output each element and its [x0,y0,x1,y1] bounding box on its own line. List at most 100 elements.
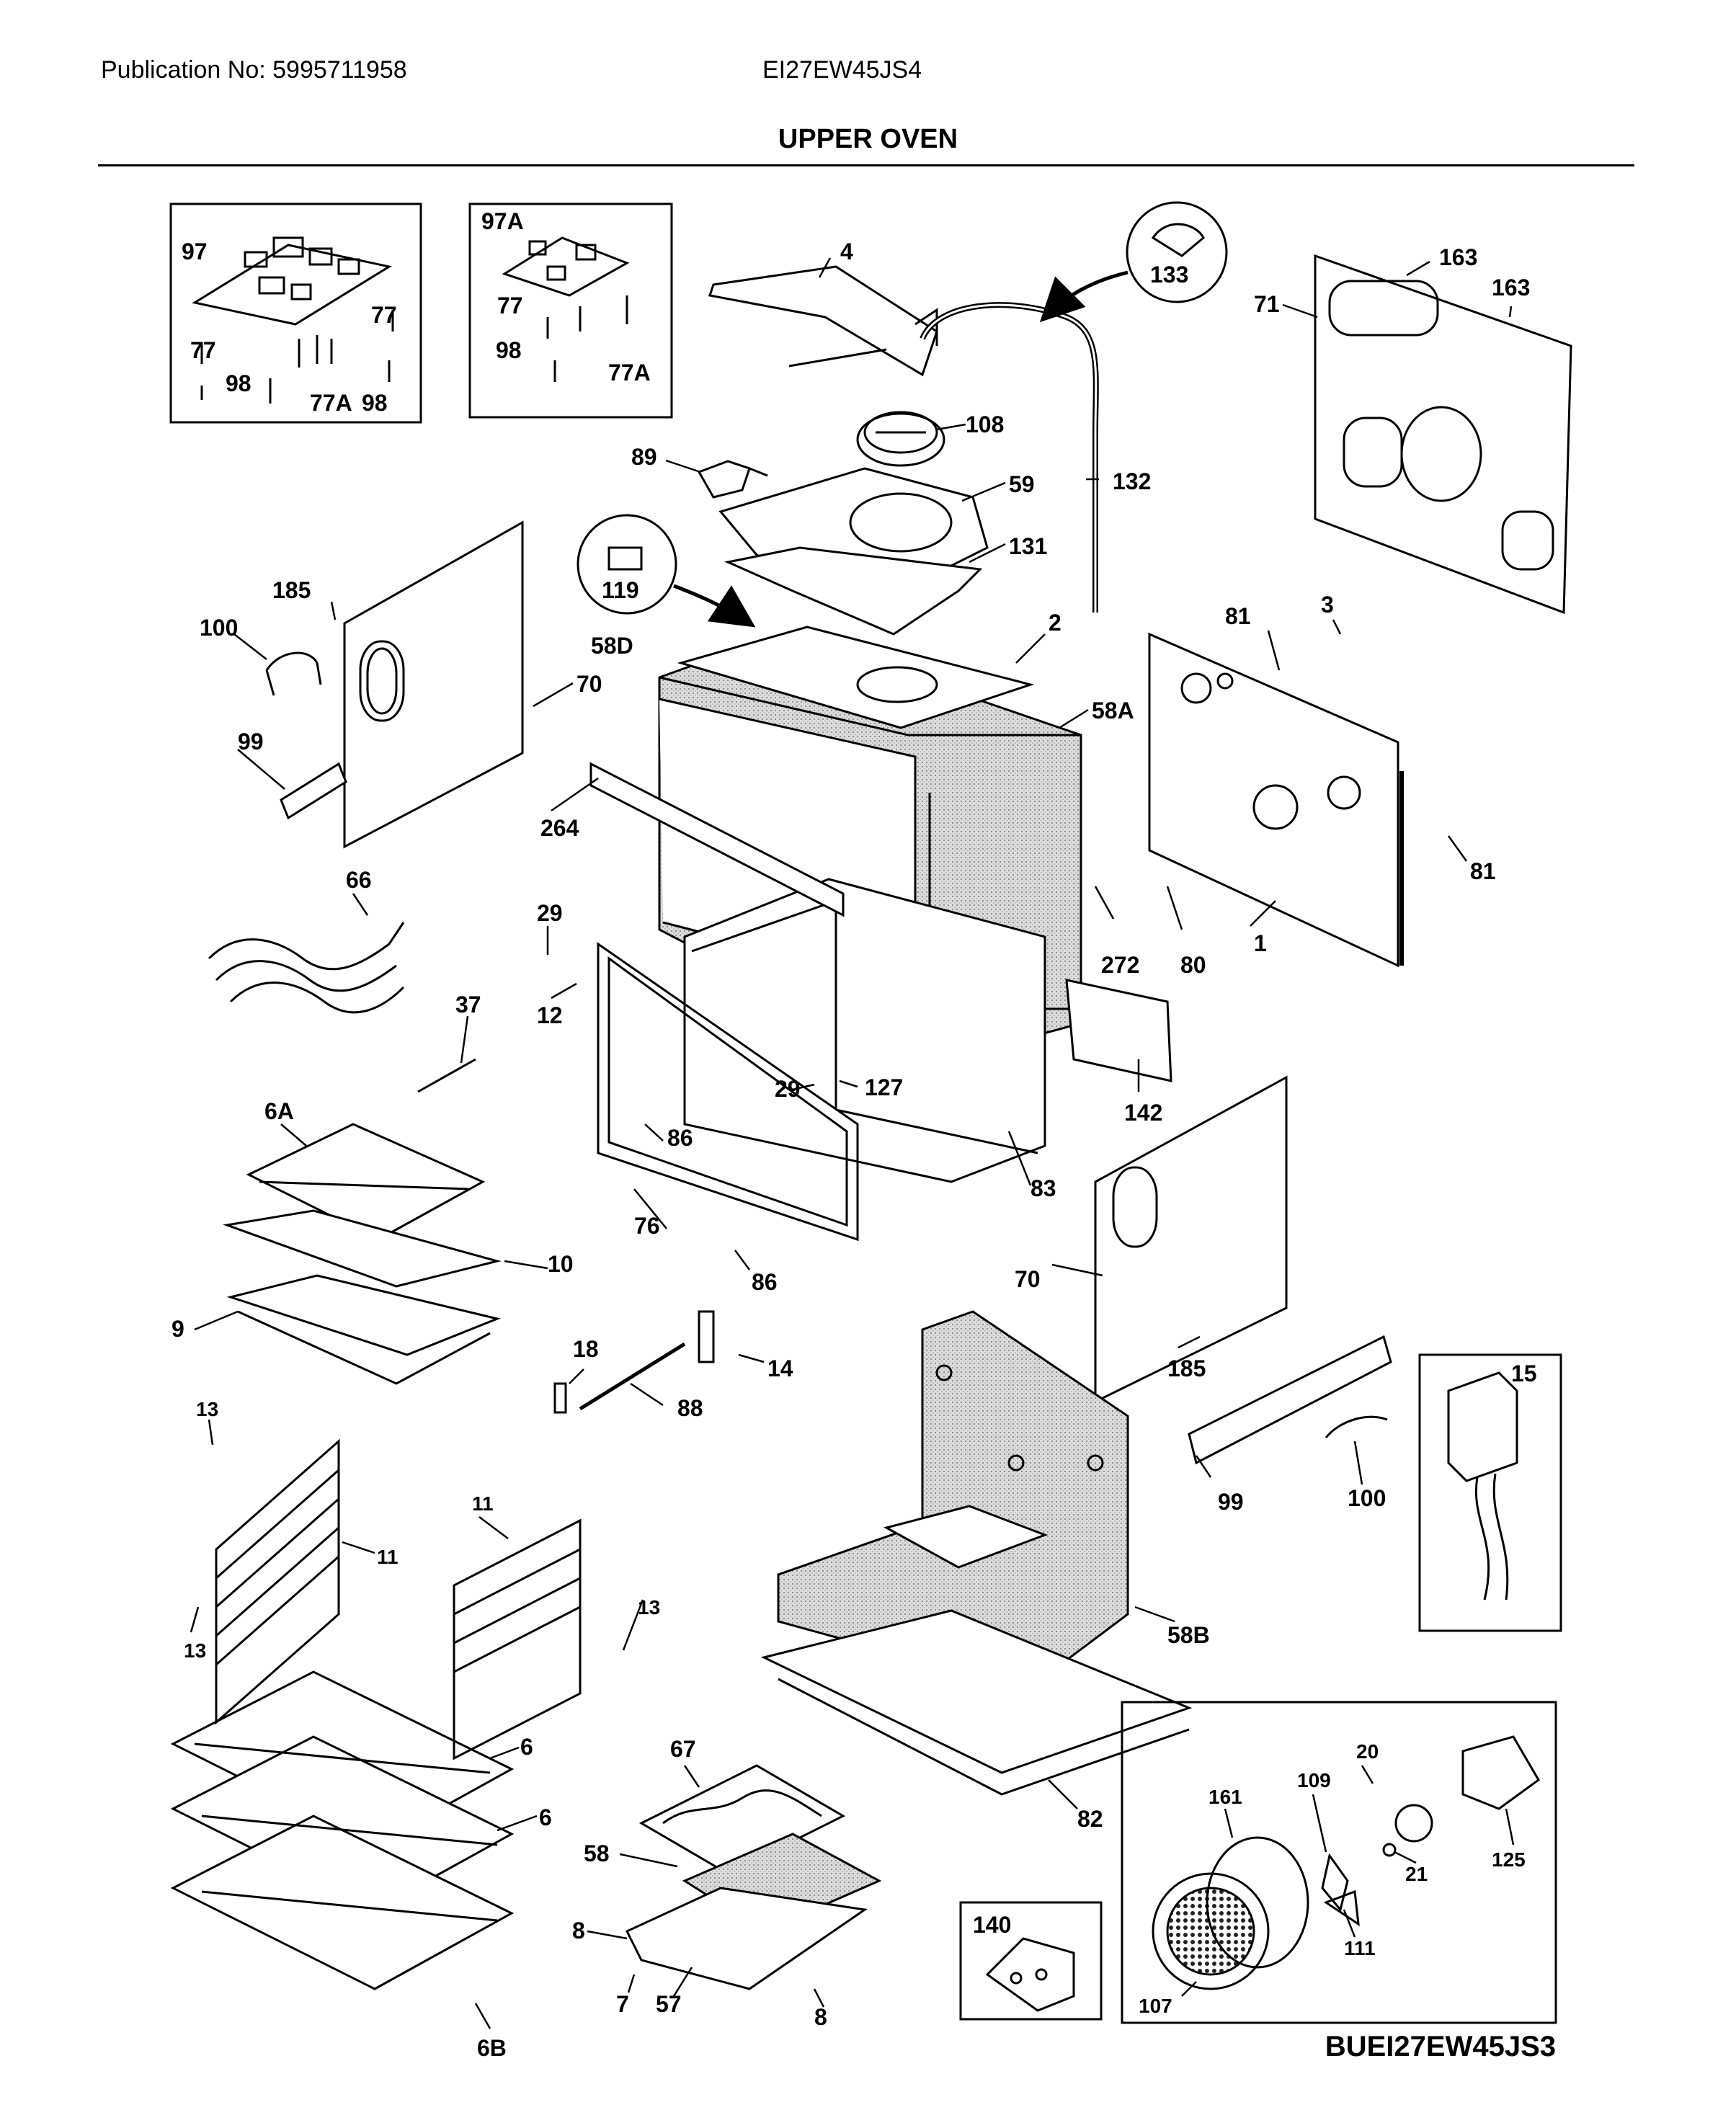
circle-callout-119 [577,514,677,615]
label-125: 125 [1492,1848,1526,1871]
part-100-wire [265,651,1388,1438]
label-98: 98 [362,390,388,416]
label-97a: 97A [481,208,524,234]
part-67-bake-element [638,1764,846,1875]
label-264: 264 [540,815,579,841]
label-82: 82 [1077,1806,1103,1832]
label-21: 21 [1405,1863,1428,1885]
part-11-rack-support-left [215,1438,340,1725]
label-18: 18 [573,1336,599,1362]
label-57: 57 [656,1991,682,2017]
label-58: 58 [584,1840,610,1866]
label-98: 98 [226,370,252,396]
callout-labels: 97 77 77 98 98 77A 97A 77 98 77A 4 133 1… [172,208,1537,2061]
label-99: 99 [1218,1489,1244,1515]
label-13: 13 [196,1398,218,1420]
label-76: 76 [634,1213,660,1239]
label-100: 100 [1348,1485,1386,1511]
label-77: 77 [190,337,216,363]
part-71-rear-panel [1314,254,1572,615]
label-98: 98 [496,337,522,363]
label-185: 185 [272,577,311,603]
label-3: 3 [1321,592,1334,618]
label-20: 20 [1356,1740,1379,1763]
label-99: 99 [238,729,264,754]
label-13: 13 [184,1639,206,1662]
label-11: 11 [377,1546,399,1568]
part-37-probe [417,1058,476,1093]
label-163: 163 [1439,244,1477,270]
publication-number: Publication No: 5995711958 [101,56,407,84]
label-108: 108 [966,411,1004,437]
label-107: 107 [1139,1995,1172,2017]
label-142: 142 [1124,1100,1162,1126]
label-89: 89 [631,444,657,470]
label-161: 161 [1208,1786,1242,1808]
part-9-broiler-pan [226,1274,501,1385]
label-37: 37 [455,992,481,1018]
part-4-top-bracket [708,265,938,377]
label-97: 97 [182,239,208,264]
label-127: 127 [865,1074,903,1100]
label-77a: 77A [608,360,651,386]
part-108-fan-motor [856,411,945,467]
part-70-side-panel-right [1094,1075,1288,1404]
part-88-rod [553,1310,715,1414]
label-70: 70 [577,671,602,697]
part-264-bar [589,762,845,917]
inset-box-97a [468,202,673,419]
label-111: 111 [1344,1937,1376,1959]
label-109: 109 [1297,1769,1331,1791]
label-13: 13 [638,1596,660,1619]
label-15: 15 [1511,1361,1537,1386]
label-6: 6 [520,1734,533,1760]
label-58b: 58B [1167,1622,1210,1648]
label-10: 10 [548,1251,574,1277]
label-29: 29 [537,900,563,926]
label-8: 8 [814,2004,827,2030]
section-title: UPPER OVEN [778,124,958,154]
label-1: 1 [1254,930,1267,956]
label-4: 4 [840,239,853,264]
label-14: 14 [767,1355,793,1381]
label-11: 11 [472,1492,494,1515]
label-81: 81 [1470,858,1496,884]
label-6: 6 [539,1804,552,1830]
label-7: 7 [616,1991,629,2017]
inset-box-97 [169,202,422,424]
arrow-119 [673,584,756,628]
label-88: 88 [677,1395,703,1421]
part-99-bracket-upper [280,762,347,820]
leader-lines [190,257,1515,2029]
part-57-plate [625,1887,868,1990]
label-132: 132 [1113,468,1151,494]
label-77: 77 [497,293,523,319]
oven-liner [683,878,1046,1183]
label-6b: 6B [477,2035,507,2061]
part-99-bracket-lower [1188,1335,1392,1465]
label-67: 67 [670,1736,696,1762]
label-2: 2 [1049,610,1061,636]
label-81: 81 [1225,603,1251,629]
arrow-133 [1039,270,1129,323]
part-89-bracket [697,460,768,499]
label-100: 100 [200,615,238,641]
label-59: 59 [1009,471,1035,497]
label-66: 66 [346,867,372,893]
inset-box-15 [1418,1353,1562,1632]
label-58d: 58D [591,633,633,659]
part-76-door-frame [597,942,859,1242]
label-119: 119 [602,577,639,603]
label-58a: 58A [1092,698,1134,724]
label-272: 272 [1101,952,1139,978]
label-70: 70 [1015,1266,1041,1292]
label-9: 9 [172,1316,184,1342]
label-140: 140 [973,1912,1011,1938]
label-133: 133 [1150,262,1188,288]
label-71: 71 [1254,291,1280,317]
inset-box-convection-fan [1121,1701,1557,2024]
part-6-racks [170,1670,515,1990]
label-80: 80 [1180,952,1206,978]
label-163: 163 [1492,275,1530,300]
